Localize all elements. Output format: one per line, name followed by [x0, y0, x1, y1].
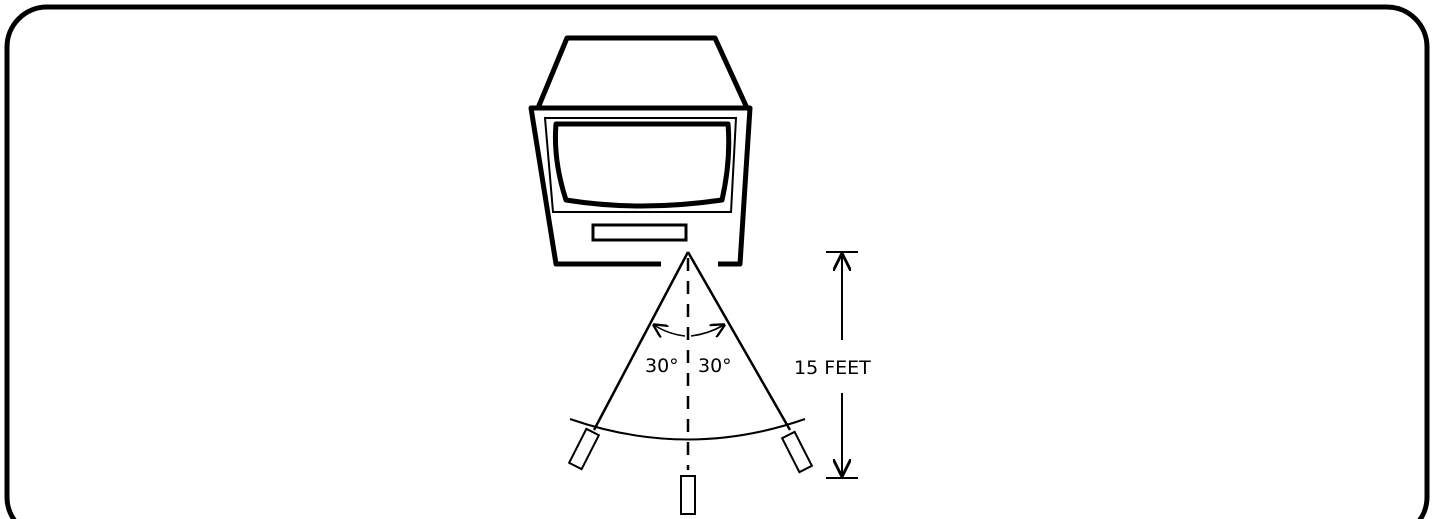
tv-control-panel: [591, 223, 688, 242]
cone-left-line: [592, 251, 690, 431]
distance-dimension: [826, 251, 858, 479]
tv-cabinet-front: [528, 105, 753, 267]
remote-left-icon: [567, 427, 601, 471]
remote-right-icon: [780, 430, 814, 474]
remote-positions: [567, 427, 814, 515]
angle-label-right: 30°: [698, 355, 732, 377]
remote-center-icon: [680, 475, 696, 515]
angle-label-left: 30°: [645, 355, 679, 377]
tv-screen: [552, 121, 732, 209]
distance-label: 15 FEET: [794, 357, 871, 379]
tv-cabinet-top: [535, 35, 750, 111]
tv-icon: [528, 35, 753, 268]
sensor-cone: [569, 251, 806, 470]
diagram-border: [4, 4, 1430, 519]
cone-right-line: [686, 251, 792, 431]
angle-arc-right: [690, 325, 724, 336]
angle-arc-left: [654, 325, 686, 336]
range-arc: [569, 418, 806, 441]
tv-screen-bezel: [543, 117, 738, 213]
